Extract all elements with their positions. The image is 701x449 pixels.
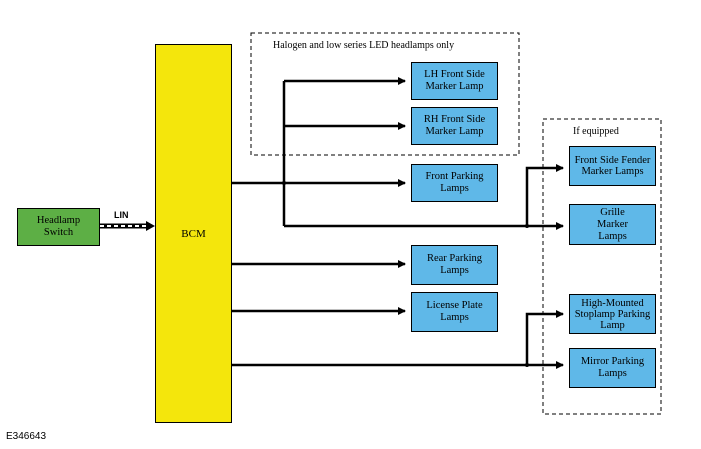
rear-parking-label: Rear Parking Lamps bbox=[426, 253, 483, 276]
junction-front-parking bbox=[282, 181, 286, 185]
junction-mirror bbox=[525, 363, 529, 367]
grille-marker-node: Grille Marker Lamps bbox=[569, 204, 656, 245]
if-equipped-group-label: If equipped bbox=[573, 126, 619, 137]
halogen-group-label: Halogen and low series LED headlamps onl… bbox=[273, 40, 455, 51]
front-side-fender-marker-label: Front Side Fender Marker Lamps bbox=[574, 155, 651, 177]
high-mounted-stoplamp-label: High-Mounted Stoplamp Parking Lamp bbox=[574, 297, 651, 331]
bcm-label: BCM bbox=[181, 227, 206, 240]
rear-parking-node: Rear Parking Lamps bbox=[411, 245, 498, 285]
high-mounted-stoplamp-node: High-Mounted Stoplamp Parking Lamp bbox=[569, 294, 656, 334]
rh-front-side-marker-node: RH Front Side Marker Lamp bbox=[411, 107, 498, 145]
lh-front-side-marker-node: LH Front Side Marker Lamp bbox=[411, 62, 498, 100]
mirror-parking-node: Mirror Parking Lamps bbox=[569, 348, 656, 388]
if-equipped-group-border bbox=[542, 118, 662, 415]
junction-grille bbox=[525, 224, 529, 228]
bcm-node: BCM bbox=[155, 44, 232, 423]
lh-front-side-marker-label: LH Front Side Marker Lamp bbox=[424, 69, 485, 92]
rh-front-side-marker-label: RH Front Side Marker Lamp bbox=[423, 114, 486, 137]
front-side-fender-marker-node: Front Side Fender Marker Lamps bbox=[569, 146, 656, 186]
license-plate-label: License Plate Lamps bbox=[426, 300, 483, 323]
halogen-group-border bbox=[250, 32, 520, 156]
front-parking-node: Front Parking Lamps bbox=[411, 164, 498, 202]
license-plate-node: License Plate Lamps bbox=[411, 292, 498, 332]
front-parking-label: Front Parking Lamps bbox=[425, 171, 484, 194]
lin-arrowhead bbox=[146, 221, 155, 231]
wire-fender-marker bbox=[525, 164, 564, 226]
figure-id: E346643 bbox=[6, 431, 47, 442]
grille-marker-label: Grille Marker Lamps bbox=[597, 206, 628, 242]
lin-label: LIN bbox=[114, 210, 129, 220]
wire-high-mounted-stoplamp bbox=[525, 310, 564, 365]
mirror-parking-label: Mirror Parking Lamps bbox=[580, 356, 645, 379]
headlamp-switch-node: Headlamp Switch bbox=[17, 208, 100, 246]
headlamp-switch-label: Headlamp Switch bbox=[36, 215, 81, 238]
